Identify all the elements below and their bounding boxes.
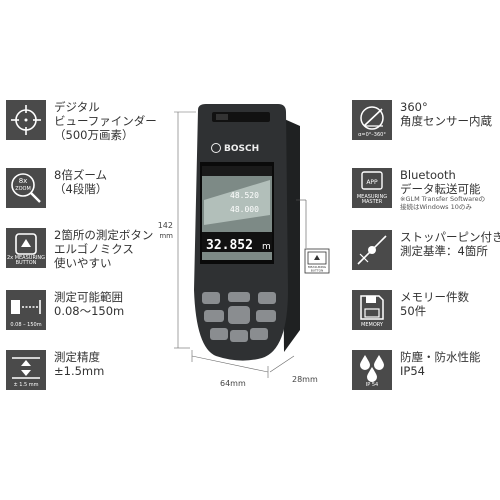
range-icon: 0.08 – 150m — [6, 290, 46, 330]
feature-note: ※GLM Transfer Softwareの — [400, 195, 486, 203]
feature-line: ±1.5mm — [54, 364, 105, 378]
feature-line: 2箇所の測定ボタン — [54, 228, 154, 242]
feature-line: 360° — [400, 100, 428, 114]
feature-accuracy: ± 1.5 mm 測定精度 ±1.5mm — [6, 350, 104, 390]
memory-icon-text: MEMORY — [361, 322, 383, 328]
app-icon-text: MASTER — [361, 199, 383, 205]
screen-small-reading: 48.520 — [230, 191, 259, 200]
screen-unit: m — [262, 242, 271, 252]
memory-icon: MEMORY — [352, 290, 392, 330]
angle-sensor-icon: α=0°–360° — [352, 100, 392, 140]
feature-line: （500万画素） — [54, 128, 134, 142]
app-icon: APP MEASURING MASTER — [352, 168, 392, 208]
height-dimension-value: 142 — [158, 221, 173, 230]
stopper-pin-icon — [352, 230, 392, 270]
feature-line: 0.08〜150m — [54, 304, 125, 318]
feature-line: ビューファインダー — [54, 114, 157, 128]
zoom-icon-text: 8x — [19, 177, 28, 185]
badge-text: BUTTON — [311, 269, 323, 273]
app-icon-text: APP — [366, 179, 378, 186]
feature-line: ストッパーピン付き — [400, 230, 500, 244]
feature-angle-sensor: α=0°–360° 360° 角度センサー内蔵 — [352, 100, 492, 140]
water-drops-icon: IP 54 — [352, 350, 392, 390]
measuring-button-icon: 2x MEASURING BUTTON — [6, 228, 46, 268]
angle-sensor-icon-text: α=0°–360° — [358, 132, 386, 138]
feature-note: 接続はWindows 10のみ — [400, 202, 472, 211]
feature-line: 防塵・防水性能 — [400, 350, 481, 364]
feature-digital-viewfinder: デジタル ビューファインダー （500万画素） — [6, 100, 157, 142]
zoom-icon-text: ZOOM — [15, 186, 31, 192]
feature-zoom: 8x ZOOM 8倍ズーム （4段階） — [6, 168, 107, 208]
feature-line: 8倍ズーム — [54, 168, 107, 182]
feature-ip54: IP 54 防塵・防水性能 IP54 — [352, 350, 481, 390]
feature-stopper-pin: ストッパーピン付き 測定基準：4箇所 — [352, 230, 500, 270]
depth-dimension: 28mm — [292, 375, 318, 384]
water-drops-icon-text: IP 54 — [365, 382, 379, 388]
range-icon-text: 0.08 – 150m — [10, 322, 42, 328]
accuracy-icon-text: ± 1.5 mm — [13, 382, 39, 388]
feature-line: 測定基準：4箇所 — [400, 244, 488, 258]
measuring-button-icon-text: 2x MEASURING — [6, 255, 46, 261]
screen-main-reading: 32.852 — [206, 238, 253, 253]
feature-line: IP54 — [400, 364, 425, 378]
measuring-button-icon-text: BUTTON — [15, 260, 37, 266]
feature-line: 使いやすい — [54, 256, 112, 270]
accuracy-icon: ± 1.5 mm — [6, 350, 46, 390]
width-dimension: 64mm — [220, 379, 246, 388]
feature-measuring-range: 0.08 – 150m 測定可能範囲 0.08〜150m — [6, 290, 124, 330]
feature-line: 角度センサー内蔵 — [400, 114, 492, 128]
feature-line: デジタル — [54, 100, 100, 114]
crosshair-icon — [6, 100, 46, 140]
zoom-icon: 8x ZOOM — [6, 168, 46, 208]
feature-line: メモリー件数 — [400, 290, 469, 304]
feature-line: 測定精度 — [54, 350, 100, 364]
feature-bluetooth: APP MEASURING MASTER Bluetooth データ転送可能 ※… — [352, 168, 485, 211]
feature-line: 測定可能範囲 — [54, 290, 123, 304]
feature-memory: MEMORY メモリー件数 50件 — [352, 290, 469, 330]
feature-measuring-buttons: 2x MEASURING BUTTON 2箇所の測定ボタン エルゴノミクス 使い… — [6, 228, 153, 270]
app-icon-text: MEASURING — [356, 194, 388, 200]
feature-line: エルゴノミクス — [54, 242, 134, 256]
feature-line: データ転送可能 — [400, 182, 481, 196]
feature-line: 50件 — [400, 304, 427, 318]
screen-small-reading: 48.000 — [230, 205, 259, 214]
feature-line: Bluetooth — [400, 168, 456, 182]
feature-line: （4段階） — [54, 182, 108, 196]
height-dimension-unit: mm — [159, 232, 173, 240]
brand-logo-text: BOSCH — [224, 144, 259, 154]
badge-text: MEASURING — [308, 265, 327, 269]
